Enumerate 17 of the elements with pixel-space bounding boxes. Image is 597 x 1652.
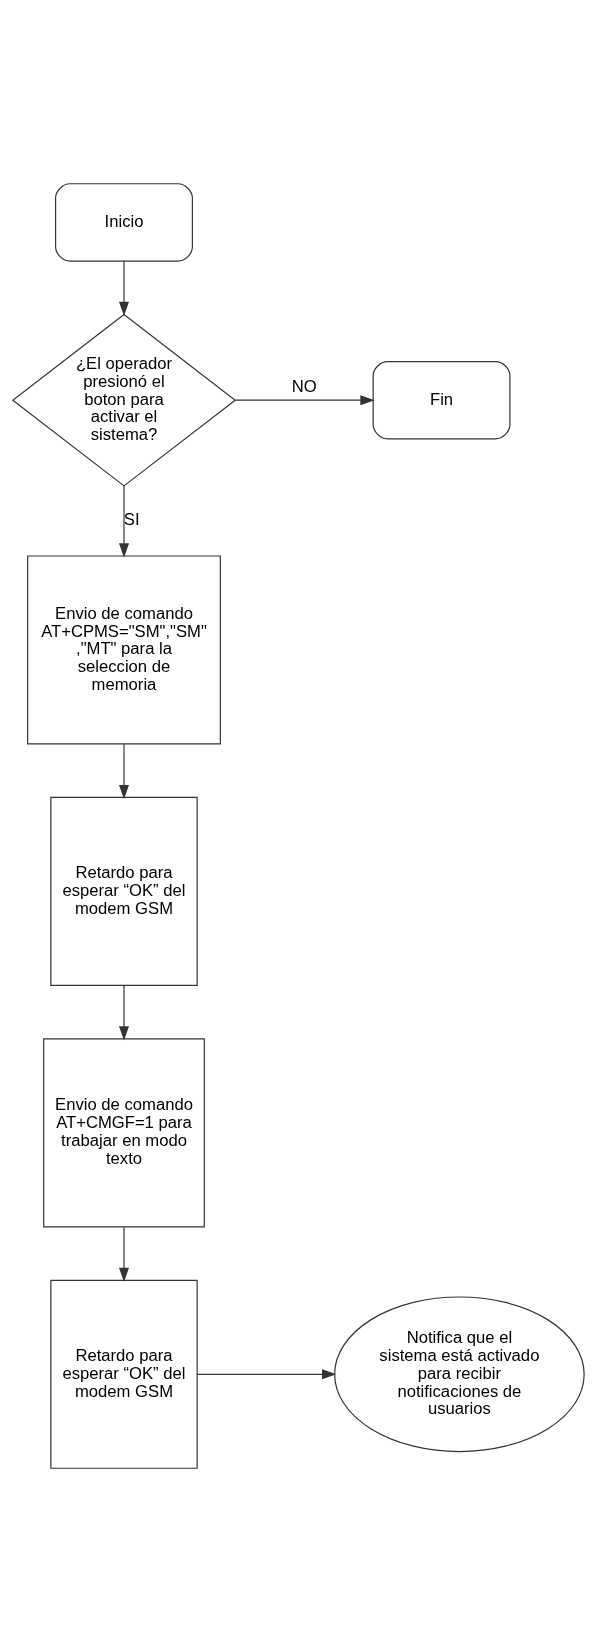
node-box: Retardo para esperar “OK” del modem GSM [50,796,198,986]
arrow [196,1369,337,1380]
node-box: Envio de comando AT+CPMS="SM","SM","MT" para la seleccion de memoria [27,555,221,745]
arrow [234,395,375,406]
arrow [119,743,129,800]
node-box: Retardo para esperar “OK” del modem GSM [50,1279,198,1469]
node-box: Fin [372,360,511,440]
node-ellipse: Notifica que el sistema está activado para recibir notificaciones de usuarios [334,1296,585,1453]
edge-label: NO [291,377,317,397]
edge-label: SI [123,510,140,530]
node-box: Envio de comando AT+CMGF=1 para trabajar en modo texto [43,1038,205,1228]
arrow [119,985,129,1041]
node-box: Inicio [55,183,193,262]
node-diamond: ¿El operador presionó el boton para activar el sistema? [11,313,237,487]
arrow [119,1226,129,1283]
arrow [119,485,129,558]
arrow [119,260,129,317]
